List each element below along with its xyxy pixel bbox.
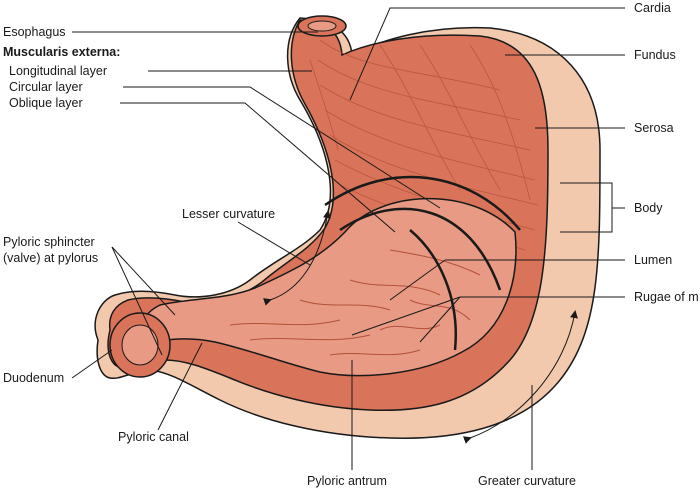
label-rugae: Rugae of m — [634, 290, 699, 304]
label-circular-layer: Circular layer — [9, 80, 83, 94]
rugae-folds — [229, 249, 481, 356]
label-greater-curvature: Greater curvature — [478, 474, 576, 488]
label-pyloric-sphincter-2: (valve) at pylorus — [3, 251, 98, 265]
label-duodenum: Duodenum — [3, 371, 64, 385]
labels: Esophagus Muscularis externa: Longitudin… — [3, 1, 699, 488]
duodenum-lumen — [121, 324, 159, 366]
stomach-illustration — [94, 15, 601, 439]
label-longitudinal-layer: Longitudinal layer — [9, 64, 107, 78]
label-muscularis-externa: Muscularis externa: — [3, 45, 120, 59]
label-pyloric-antrum: Pyloric antrum — [307, 474, 387, 488]
label-esophagus: Esophagus — [3, 25, 66, 39]
label-pyloric-canal: Pyloric canal — [118, 430, 189, 444]
muscle-layer-edges — [324, 175, 521, 351]
label-cardia: Cardia — [634, 1, 671, 15]
esophagus-lumen — [307, 20, 337, 32]
label-pyloric-sphincter-1: Pyloric sphincter — [3, 235, 95, 249]
lesser-curvature-arrow — [263, 210, 331, 306]
label-lesser-curvature: Lesser curvature — [182, 207, 275, 221]
label-body: Body — [634, 201, 663, 215]
leader-lines — [71, 7, 625, 470]
label-lumen: Lumen — [634, 253, 672, 267]
label-oblique-layer: Oblique layer — [9, 96, 83, 110]
label-fundus: Fundus — [634, 48, 676, 62]
greater-curvature-arrow — [462, 310, 578, 444]
label-serosa: Serosa — [634, 121, 674, 135]
